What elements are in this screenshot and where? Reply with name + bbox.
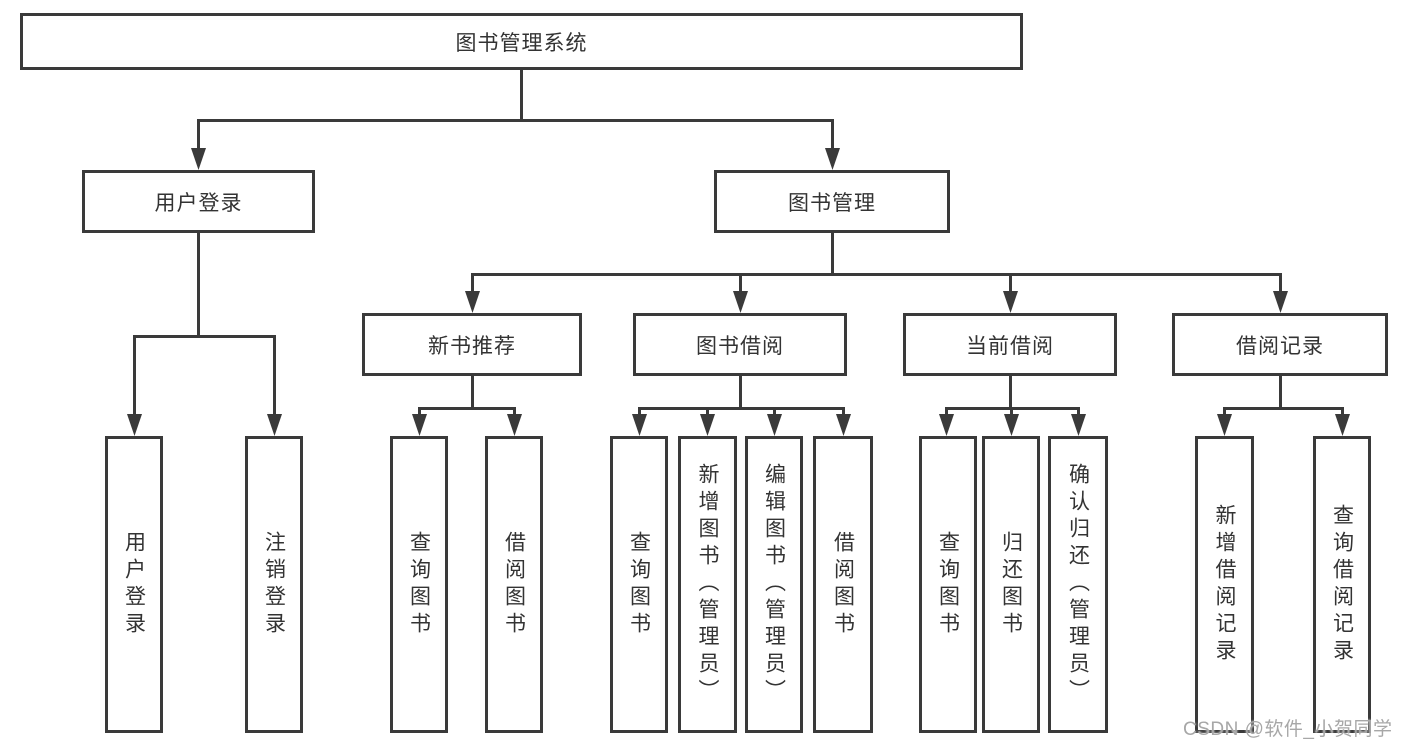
node-label: 用户登录 — [122, 530, 146, 639]
leaf-edit-books-admin: 编辑图书（管理员） — [745, 436, 803, 733]
arrow-icon — [700, 414, 715, 436]
leaf-borrow-books: 借阅图书 — [813, 436, 873, 733]
csdn-watermark: CSDN @软件_小贺同学 — [1183, 719, 1393, 740]
leaf-query-books-borrow: 查询图书 — [610, 436, 668, 733]
node-borrow-records: 借阅记录 — [1172, 313, 1388, 376]
node-label: 借阅图书 — [502, 530, 526, 639]
edge-new-book-recommend-children — [418, 376, 516, 418]
arrow-icon — [632, 414, 647, 436]
edge-current-borrow-children — [945, 376, 1080, 418]
arrow-icon — [1071, 414, 1086, 436]
arrow-icon — [1004, 414, 1019, 436]
node-user-login: 用户登录 — [82, 170, 315, 233]
node-label: 确认归还（管理员） — [1066, 463, 1090, 706]
arrow-icon — [939, 414, 954, 436]
arrow-icon — [412, 414, 427, 436]
arrow-icon — [733, 291, 748, 313]
edge-user-login-children — [133, 233, 276, 418]
node-label: 借阅记录 — [1236, 334, 1324, 358]
arrow-icon — [836, 414, 851, 436]
arrow-icon — [767, 414, 782, 436]
node-book-borrow: 图书借阅 — [633, 313, 847, 376]
arrow-icon — [1335, 414, 1350, 436]
leaf-user-login: 用户登录 — [105, 436, 163, 733]
leaf-add-borrow-record: 新增借阅记录 — [1195, 436, 1254, 733]
node-label: 图书管理系统 — [455, 31, 588, 55]
leaf-query-books-current: 查询图书 — [919, 436, 977, 733]
arrow-icon — [127, 414, 142, 436]
edge-borrow-records-children — [1223, 376, 1344, 418]
node-library-management-system: 图书管理系统 — [20, 13, 1023, 70]
node-label: 查询借阅记录 — [1330, 503, 1354, 666]
leaf-confirm-return-admin: 确认归还（管理员） — [1048, 436, 1108, 733]
node-label: 查询图书 — [407, 530, 431, 639]
leaf-borrow-books-recommend: 借阅图书 — [485, 436, 543, 733]
arrow-icon — [1273, 291, 1288, 313]
arrow-icon — [507, 414, 522, 436]
node-label: 当前借阅 — [966, 334, 1054, 358]
leaf-logout: 注销登录 — [245, 436, 303, 733]
arrow-icon — [1217, 414, 1232, 436]
edge-root-to-level2 — [197, 70, 834, 152]
arrowheads — [127, 148, 1350, 436]
node-new-book-recommend: 新书推荐 — [362, 313, 582, 376]
edge-book-borrow-children — [638, 376, 845, 418]
node-label: 新书推荐 — [428, 334, 516, 358]
arrow-icon — [465, 291, 480, 313]
arrow-icon — [267, 414, 282, 436]
arrow-icon — [825, 148, 840, 170]
node-label: 借阅图书 — [831, 530, 855, 639]
arrow-icon — [1003, 291, 1018, 313]
node-label: 注销登录 — [262, 530, 286, 639]
node-label: 查询图书 — [936, 530, 960, 639]
node-book-management: 图书管理 — [714, 170, 950, 233]
arrow-icon — [191, 148, 206, 170]
node-label: 图书管理 — [788, 191, 876, 215]
leaf-query-books-recommend: 查询图书 — [390, 436, 448, 733]
edge-book-management-children — [471, 233, 1282, 294]
node-label: 新增借阅记录 — [1213, 503, 1236, 666]
leaf-return-books: 归还图书 — [982, 436, 1040, 733]
node-label: 归还图书 — [999, 530, 1023, 639]
node-label: 用户登录 — [154, 191, 243, 215]
leaf-add-books-admin: 新增图书（管理员） — [678, 436, 737, 733]
node-current-borrow: 当前借阅 — [903, 313, 1117, 376]
node-label: 查询图书 — [627, 530, 651, 639]
leaf-query-borrow-record: 查询借阅记录 — [1313, 436, 1371, 733]
node-label: 新增图书（管理员） — [696, 463, 719, 706]
node-label: 图书借阅 — [696, 334, 784, 358]
node-label: 编辑图书（管理员） — [762, 463, 786, 706]
